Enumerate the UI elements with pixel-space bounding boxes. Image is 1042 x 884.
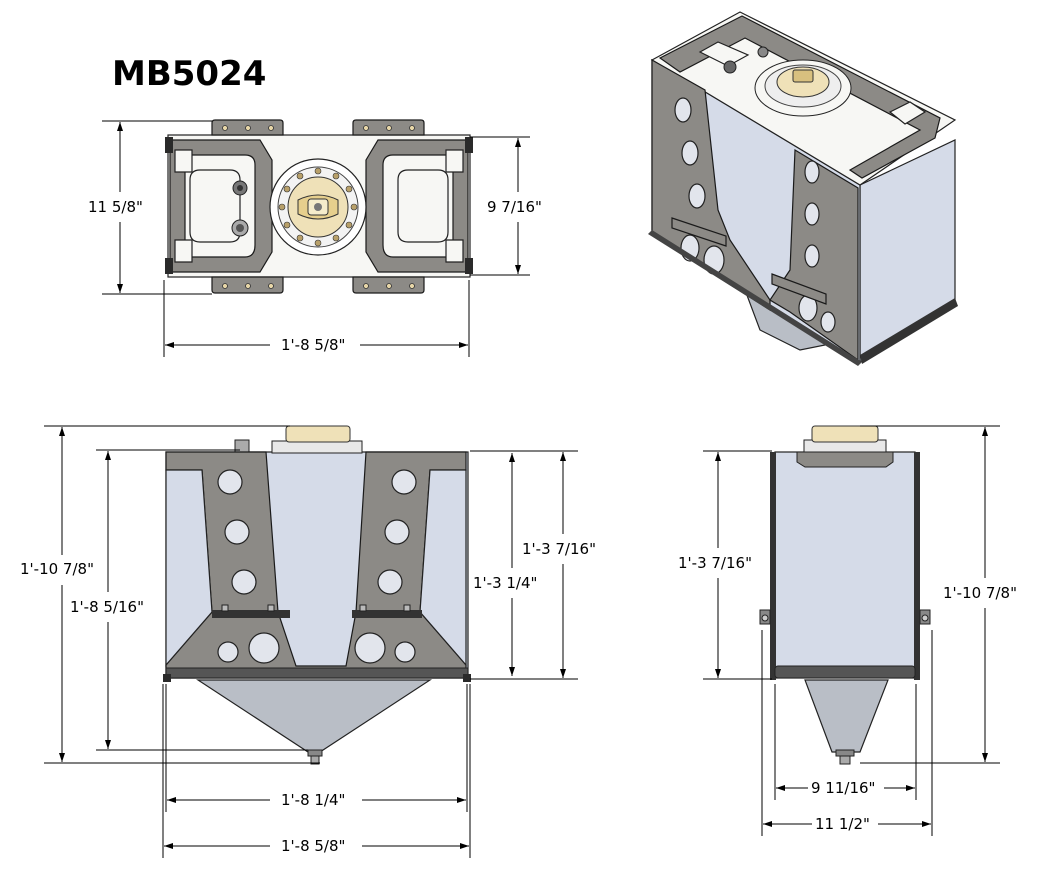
iso-fuel-cap: [754, 59, 852, 117]
front-view-cone: [195, 679, 433, 753]
side-view-overall-height-dimension: 1'-10 7/8": [943, 584, 1017, 602]
side-view-tank-body: [774, 451, 916, 679]
top-view: 11 5/8" 9 7/16" 1'-8 5/8": [88, 119, 542, 357]
part-number-title: MB5024: [112, 54, 266, 94]
top-view-mount-tabs: [211, 119, 425, 294]
side-view-inner-width-dimension: 9 11/16": [811, 779, 875, 797]
front-view-fuel-cap: [271, 425, 363, 454]
side-view-fuel-cap: [803, 425, 887, 453]
side-view-tank-height-dimension: 1'-3 7/16": [678, 554, 752, 572]
front-view-inner-width-dimension: 1'-8 1/4": [281, 791, 345, 809]
isometric-view: [648, 11, 958, 366]
front-view-overall-height-dimension: 1'-10 7/8": [20, 560, 94, 578]
top-view-inner-height-dimension: 9 7/16": [487, 198, 542, 216]
side-view-outer-width-dimension: 11 1/2": [815, 815, 870, 833]
front-view: 1'-10 7/8" 1'-8 5/16" 1'-3 7/16" 1'-3 1/…: [20, 425, 596, 858]
top-view-height-dimension: 11 5/8": [88, 198, 143, 216]
top-view-width-dimension: 1'-8 5/8": [281, 336, 345, 354]
side-view: 1'-3 7/16" 1'-10 7/8" 9 11/16" 11 1/2": [678, 425, 1017, 836]
front-view-tank-height-inner-dimension: 1'-3 1/4": [473, 574, 537, 592]
front-view-body-height-dimension: 1'-8 5/16": [70, 598, 144, 616]
top-view-fuel-cap: [269, 158, 367, 256]
front-view-outer-width-dimension: 1'-8 5/8": [281, 837, 345, 855]
front-view-tank-height-outer-dimension: 1'-3 7/16": [522, 540, 596, 558]
side-view-cone: [804, 679, 889, 753]
